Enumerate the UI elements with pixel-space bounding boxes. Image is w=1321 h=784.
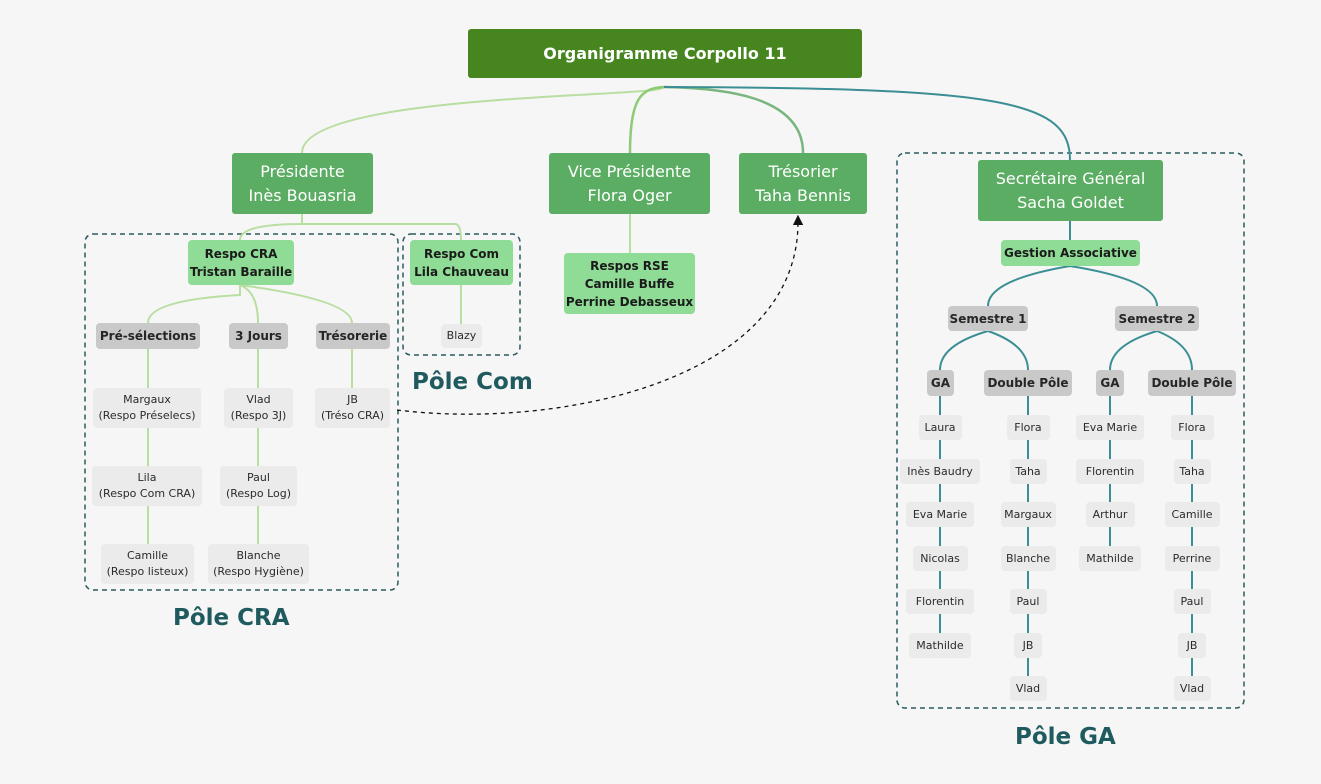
secretaire-node[interactable]: Secrétaire Général Sacha Goldet	[978, 160, 1163, 221]
respo-cra-node[interactable]: Respo CRA Tristan Baraille	[188, 240, 294, 285]
president-node[interactable]: Présidente Inès Bouasria	[232, 153, 373, 214]
link-cra-treso	[239, 284, 353, 324]
ga-member-s1-dp[interactable]: Margaux	[1000, 502, 1056, 527]
paul-node[interactable]: Paul (Respo Log)	[220, 466, 297, 506]
blanche-node[interactable]: Blanche (Respo Hygiène)	[208, 544, 309, 584]
jb-node[interactable]: JB (Tréso CRA)	[315, 388, 390, 428]
link-s1-branches	[939, 330, 1029, 371]
s2-double-pole-node[interactable]: Double Pôle	[1148, 370, 1236, 396]
link-s2-branches	[1109, 330, 1193, 371]
ga-member-s2-dp[interactable]: JB	[1178, 633, 1206, 658]
pole-com-frame	[402, 233, 521, 356]
semestre-2-node[interactable]: Semestre 2	[1115, 306, 1199, 331]
root-title[interactable]: Organigramme Corpollo 11	[468, 29, 862, 78]
gestion-associative-node[interactable]: Gestion Associative	[1001, 240, 1140, 266]
link-root-president	[301, 86, 665, 154]
trois-jours-node[interactable]: 3 Jours	[229, 323, 288, 349]
ga-member-s1-dp[interactable]: JB	[1014, 633, 1042, 658]
ga-member-s2-ga[interactable]: Arthur	[1085, 502, 1135, 527]
blazy-node[interactable]: Blazy	[441, 324, 482, 348]
ga-member-s2-dp[interactable]: Flora	[1170, 415, 1214, 440]
vlad-node[interactable]: Vlad (Respo 3J)	[224, 388, 293, 428]
ga-member-s2-ga[interactable]: Mathilde	[1079, 546, 1141, 571]
link-pres-cra	[239, 214, 303, 241]
ga-member-s1-dp[interactable]: Blanche	[1000, 546, 1056, 571]
pole-ga-label: Pôle GA	[1015, 724, 1116, 750]
ga-member-s1-dp[interactable]: Taha	[1009, 459, 1047, 484]
vice-president-node[interactable]: Vice Présidente Flora Oger	[549, 153, 710, 214]
link-root-secretaire	[663, 86, 1071, 161]
ga-member-s1-dp[interactable]: Flora	[1006, 415, 1050, 440]
respo-com-node[interactable]: Respo Com Lila Chauveau	[410, 240, 513, 285]
s2-ga-node[interactable]: GA	[1096, 370, 1124, 396]
link-jb-tresorier	[396, 214, 804, 415]
ga-member-s2-dp[interactable]: Taha	[1173, 459, 1211, 484]
ga-member-s2-dp[interactable]: Camille	[1164, 502, 1220, 527]
respo-rse-node[interactable]: Respos RSE Camille Buffe Perrine Debasse…	[564, 253, 695, 314]
tresorier-node[interactable]: Trésorier Taha Bennis	[739, 153, 867, 214]
ga-member-s2-dp[interactable]: Paul	[1173, 589, 1211, 614]
ga-member-s2-ga[interactable]: Eva Marie	[1076, 415, 1144, 440]
ga-member-s1-ga[interactable]: Inès Baudry	[900, 459, 980, 484]
ga-member-s2-ga[interactable]: Florentin	[1076, 459, 1144, 484]
ga-member-s1-dp[interactable]: Vlad	[1009, 676, 1047, 701]
link-pres-com	[302, 223, 462, 241]
ga-member-s1-ga[interactable]: Eva Marie	[906, 502, 974, 527]
link-root-vp	[628, 85, 665, 154]
ga-member-s2-dp[interactable]: Perrine	[1164, 546, 1220, 571]
ga-member-s1-dp[interactable]: Paul	[1009, 589, 1047, 614]
link-cra-preselec	[147, 285, 241, 324]
link-cra-3j	[239, 284, 259, 324]
camille-node[interactable]: Camille (Respo listeux)	[101, 544, 194, 584]
s1-double-pole-node[interactable]: Double Pôle	[984, 370, 1072, 396]
pole-cra-label: Pôle CRA	[173, 605, 290, 631]
lila-node[interactable]: Lila (Respo Com CRA)	[92, 466, 202, 506]
ga-member-s2-dp[interactable]: Vlad	[1173, 676, 1211, 701]
tresorerie-node[interactable]: Trésorerie	[316, 323, 390, 349]
ga-member-s1-ga[interactable]: Nicolas	[912, 546, 968, 571]
s1-ga-node[interactable]: GA	[927, 370, 954, 396]
ga-member-s1-ga[interactable]: Mathilde	[909, 633, 971, 658]
ga-member-s1-ga[interactable]: Florentin	[906, 589, 974, 614]
semestre-1-node[interactable]: Semestre 1	[948, 306, 1028, 331]
pole-com-label: Pôle Com	[412, 369, 533, 395]
preselections-node[interactable]: Pré-sélections	[96, 323, 200, 349]
ga-member-s1-ga[interactable]: Laura	[918, 415, 962, 440]
margaux-node[interactable]: Margaux (Respo Préselecs)	[93, 388, 201, 428]
link-root-tresorier	[663, 85, 805, 154]
link-gestion-semestres	[987, 265, 1158, 307]
